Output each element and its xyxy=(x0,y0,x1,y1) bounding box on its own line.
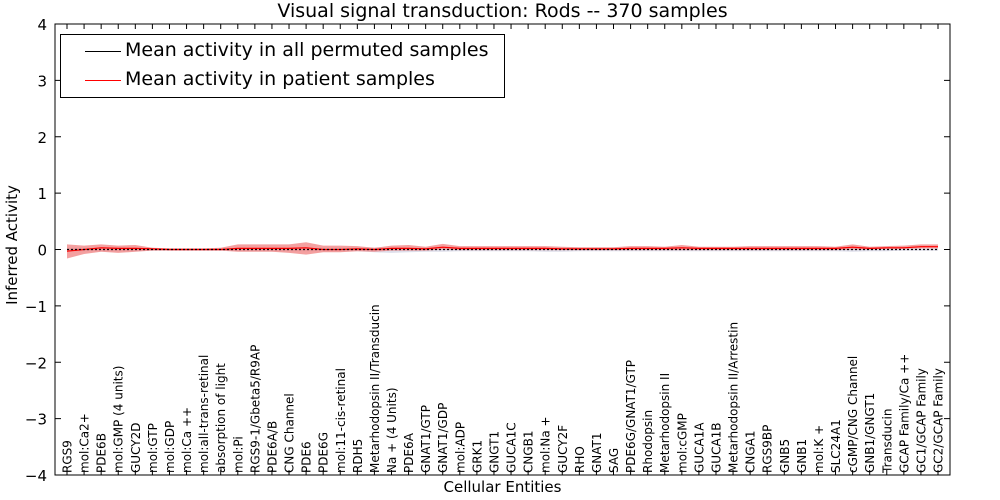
x-tick-label: GUCA1B xyxy=(710,422,724,473)
legend-item-patient: Mean activity in patient samples xyxy=(61,66,504,94)
x-tick-label: GUCA1A xyxy=(692,422,706,473)
x-tick-label: CNGA1 xyxy=(744,431,758,474)
x-tick-label: mol:GDP xyxy=(163,421,177,473)
x-tick-label: GUCY2F xyxy=(556,425,570,473)
x-tick-label: PDE6B xyxy=(95,433,109,473)
legend-swatch-patient xyxy=(85,80,121,81)
x-tick-label: mol:Ca2+ xyxy=(78,413,92,473)
y-axis-ticks: 4 3 2 1 0 −1 −2 −3 −4 xyxy=(25,16,950,485)
y-tick-label: 2 xyxy=(37,129,47,147)
x-tick-label: RGS9BP xyxy=(761,425,775,473)
x-tick-label: CNG Channel xyxy=(283,393,297,473)
x-tick-label: mol:Pi xyxy=(231,436,245,473)
x-tick-label: Rhodopsin xyxy=(641,410,655,473)
x-tick-label: GNAT1 xyxy=(590,432,604,473)
x-tick-label: GUCY2D xyxy=(129,423,143,473)
x-tick-label: absorption of light xyxy=(214,363,228,473)
x-tick-label: GUCA1C xyxy=(505,422,519,473)
x-tick-label: mol:ADP xyxy=(453,422,467,473)
x-tick-label: mol:Na + xyxy=(539,416,553,473)
y-tick-label: −3 xyxy=(25,411,47,429)
y-tick-label: 1 xyxy=(37,185,47,203)
y-tick-label: −4 xyxy=(25,467,47,485)
x-tick-label: mol:cGMP xyxy=(675,413,689,473)
x-tick-label: mol:K + xyxy=(812,425,826,473)
y-tick-label: 0 xyxy=(37,242,47,260)
chart-title: Visual signal transduction: Rods -- 370 … xyxy=(277,0,728,22)
y-tick-label: 4 xyxy=(37,16,47,34)
legend-swatch-permuted xyxy=(85,51,121,52)
x-tick-label: GNB1/GNGT1 xyxy=(863,393,877,473)
x-tick-label: RGS9-1/Gbeta5/R9AP xyxy=(248,345,262,473)
x-tick-label: cGMP/CNG Channel xyxy=(846,356,860,473)
x-tick-label: GCAP Family/Ca ++ xyxy=(897,354,911,473)
x-tick-label: PDE6 xyxy=(300,441,314,473)
y-tick-label: 3 xyxy=(37,72,47,90)
x-tick-label: GRK1 xyxy=(470,440,484,473)
x-tick-label: GNAT1/GTP xyxy=(419,405,433,473)
x-tick-label: GNAT1/GDP xyxy=(436,403,450,473)
x-tick-label: GNB1 xyxy=(795,439,809,473)
x-tick-label: RGS9 xyxy=(61,440,75,473)
x-tick-label: RDH5 xyxy=(351,439,365,473)
legend-label-patient: Mean activity in patient samples xyxy=(125,68,435,90)
legend: Mean activity in all permuted samples Me… xyxy=(60,34,505,98)
x-tick-label: mol:Ca ++ xyxy=(180,407,194,473)
x-tick-label: CNGB1 xyxy=(522,430,536,473)
x-axis-label: Cellular Entities xyxy=(443,478,562,496)
x-tick-label: PDE6G/GNAT1/GTP xyxy=(624,360,638,473)
x-tick-label: Transducin xyxy=(880,409,894,474)
confidence-bands xyxy=(67,242,938,259)
x-tick-label: Metarhodopsin II/Transducin xyxy=(368,304,382,473)
x-tick-label: SAG xyxy=(607,448,621,473)
x-tick-label: SLC24A1 xyxy=(829,419,843,473)
x-tick-label: mol:GTP xyxy=(146,423,160,473)
series-lines xyxy=(66,246,938,252)
x-tick-label: Na + (4 Units) xyxy=(385,387,399,473)
x-tick-label: PDE6A xyxy=(402,432,416,473)
x-tick-label: GNB5 xyxy=(778,439,792,473)
x-tick-label: PDE6G xyxy=(317,432,331,473)
y-tick-label: −1 xyxy=(25,298,47,316)
x-tick-label: Metarhodopsin II/Arrestin xyxy=(727,322,741,473)
x-tick-label: GC2/GCAP Family xyxy=(932,368,946,473)
x-tick-label: mol:all-trans-retinal xyxy=(197,355,211,473)
x-tick-label: GC1/GCAP Family xyxy=(914,368,928,473)
x-tick-label: GNGT1 xyxy=(488,431,502,473)
legend-label-permuted: Mean activity in all permuted samples xyxy=(125,39,489,61)
x-tick-label: Metarhodopsin II xyxy=(658,373,672,473)
x-tick-label: mol:11-cis-retinal xyxy=(334,368,348,473)
x-tick-label: RHO xyxy=(573,446,587,473)
x-tick-label: mol:GMP (4 units) xyxy=(112,366,126,473)
x-tick-label: PDE6A/B xyxy=(265,421,279,473)
series-band-1 xyxy=(67,242,938,259)
legend-item-permuted: Mean activity in all permuted samples xyxy=(61,37,504,65)
y-tick-label: −2 xyxy=(25,354,47,372)
